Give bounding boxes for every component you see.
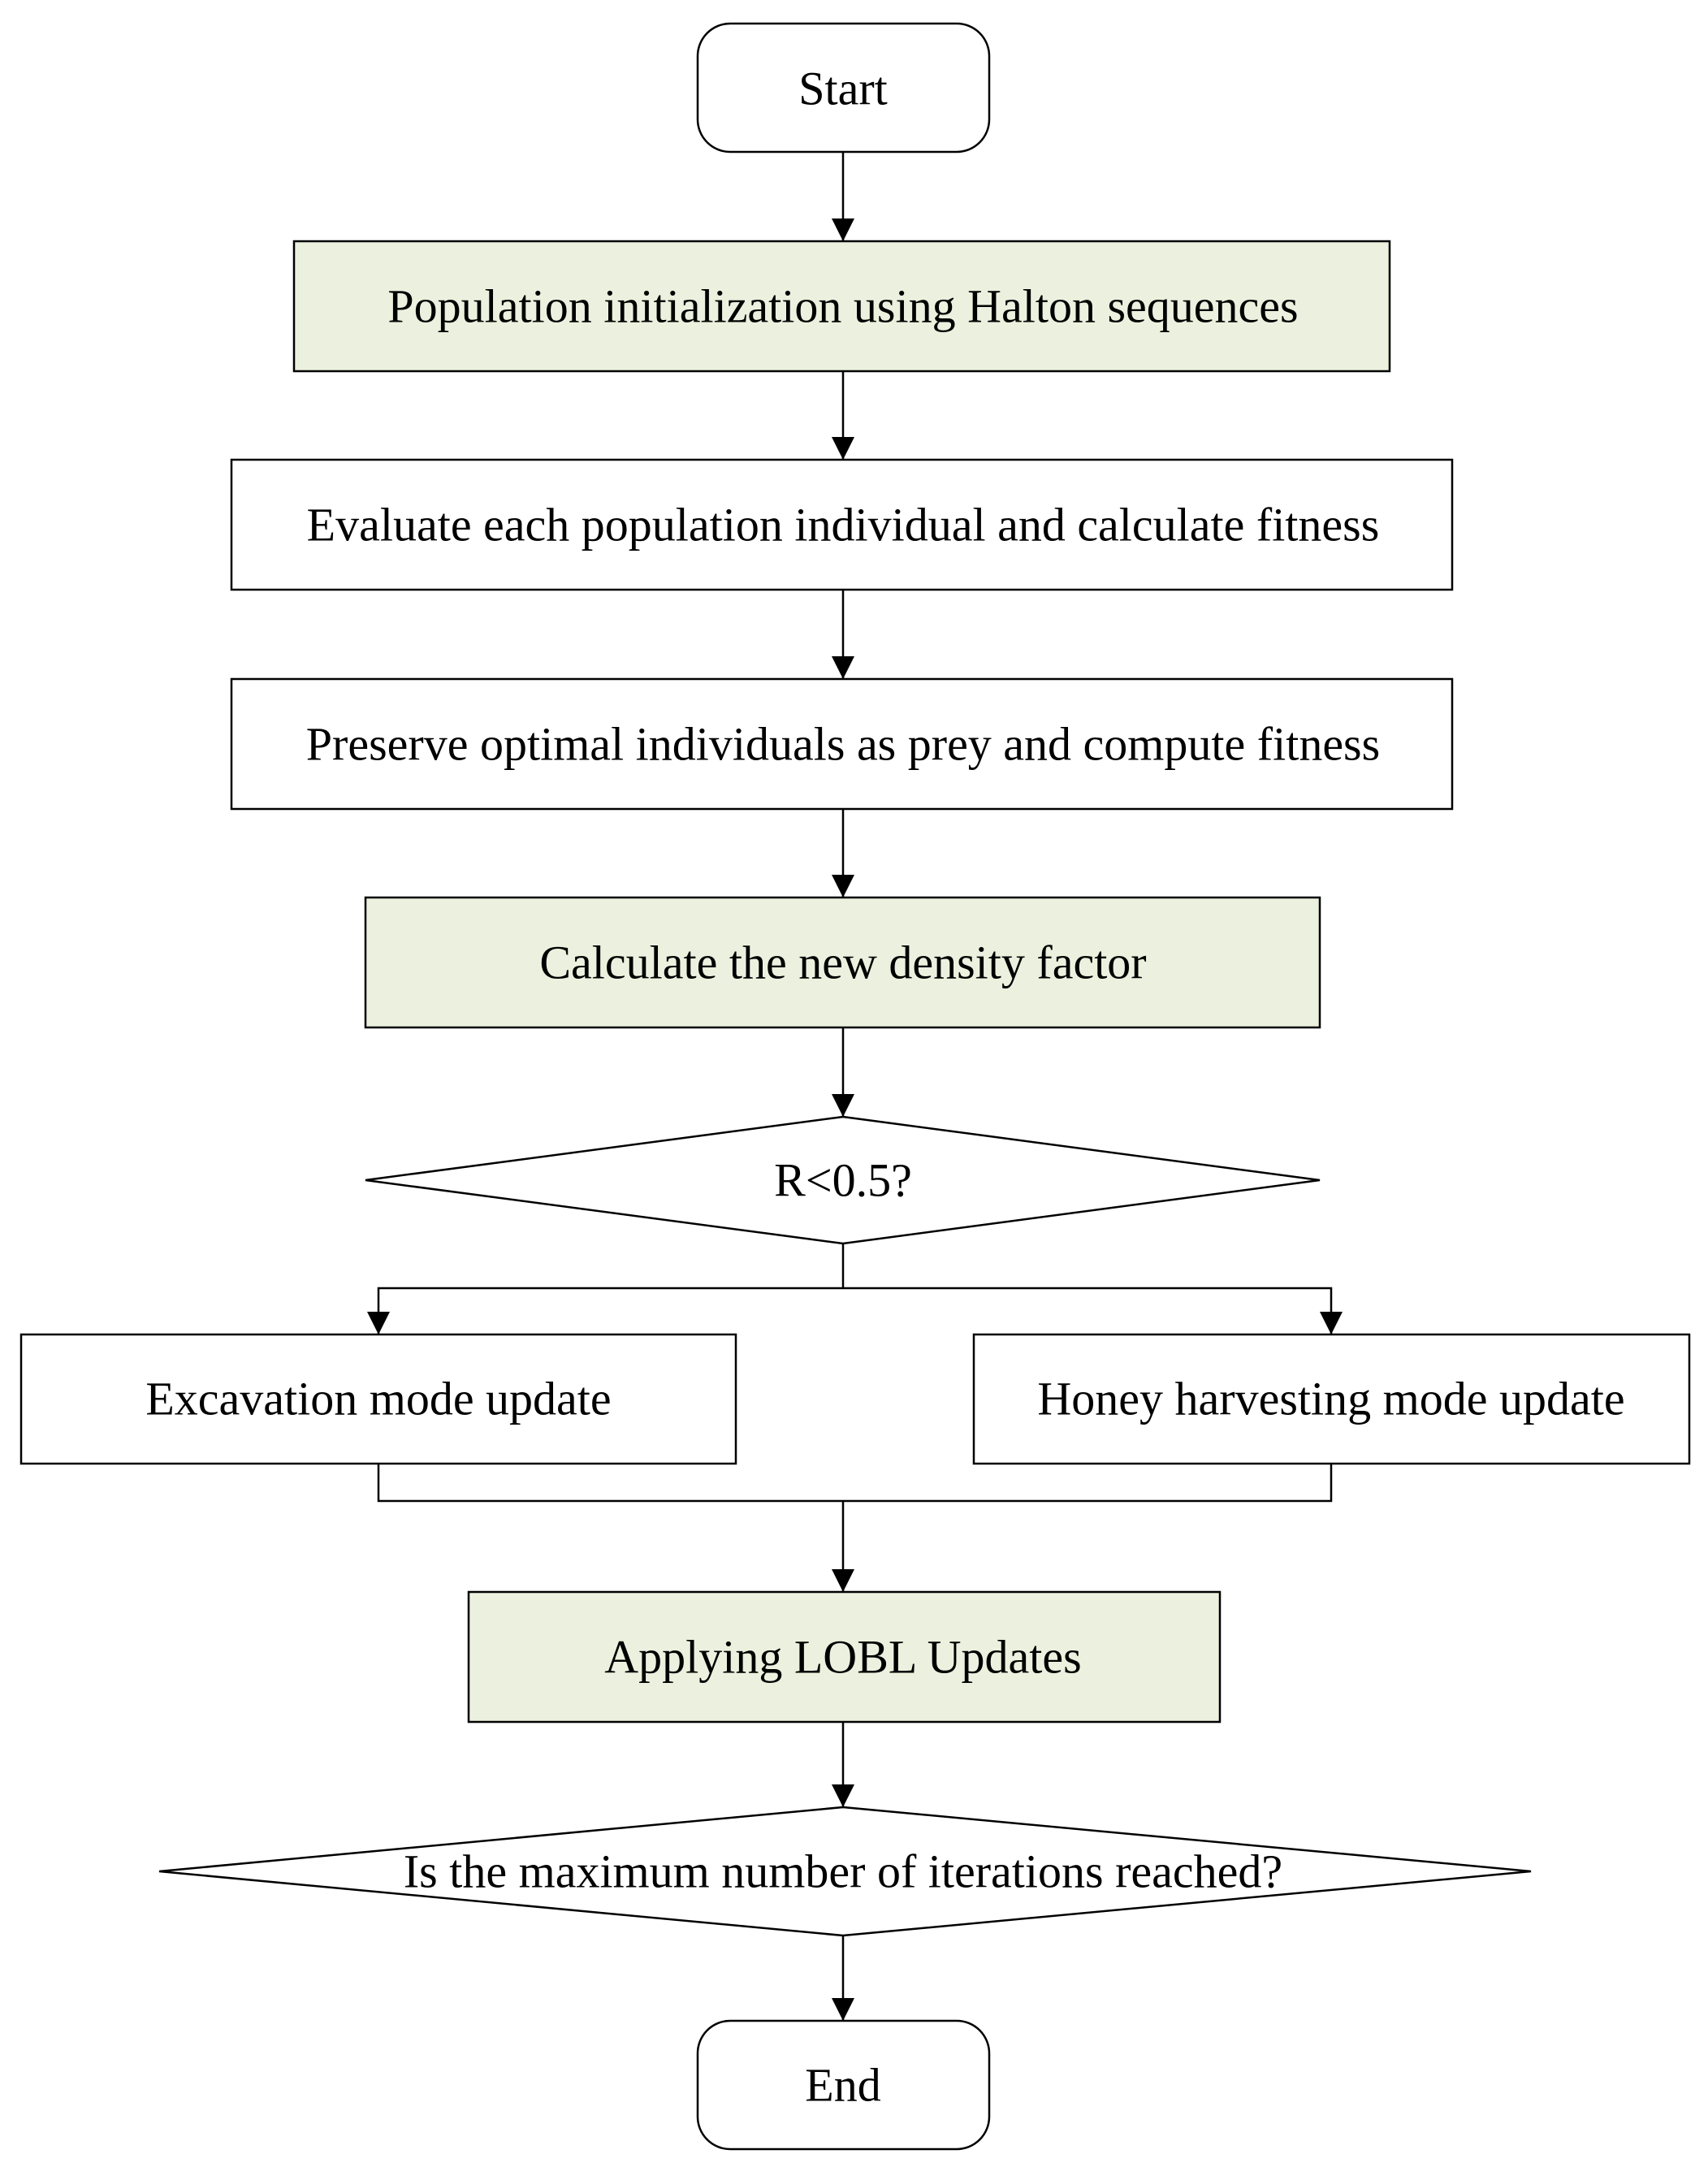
arrow-decision-r-to-excavation	[367, 1287, 843, 1334]
node-init-label: Population initialization using Halton s…	[387, 280, 1298, 333]
decision-iter-label: Is the maximum number of iterations reac…	[404, 1845, 1282, 1898]
node-end: End	[696, 2019, 991, 2151]
process-evaluate-shape	[230, 458, 1454, 591]
node-density-label: Calculate the new density factor	[539, 936, 1146, 989]
node-preserve-label: Preserve optimal individuals as prey and…	[306, 718, 1380, 771]
process-density-shape	[364, 896, 1321, 1029]
process-init-shape	[292, 240, 1391, 373]
decision-iter-shape	[158, 1806, 1532, 1937]
process-preserve-shape	[230, 677, 1454, 811]
node-honey-label: Honey harvesting mode update	[1037, 1373, 1624, 1425]
decision-r-shape	[365, 1115, 1321, 1245]
node-start: Start	[696, 22, 991, 154]
decision-iter: Is the maximum number of iterations reac…	[158, 1806, 1532, 1937]
node-excavation: Excavation mode update	[19, 1333, 737, 1465]
connector-honey-merge	[843, 1464, 1333, 1503]
decision-r: R<0.5?	[365, 1115, 1321, 1245]
decision-r-label: R<0.5?	[774, 1154, 912, 1207]
terminator-end-shape	[696, 2019, 991, 2151]
node-preserve: Preserve optimal individuals as prey and…	[230, 677, 1454, 811]
node-lobl-label: Applying LOBL Updates	[604, 1631, 1081, 1684]
node-evaluate-label: Evaluate each population individual and …	[307, 499, 1380, 551]
node-lobl: Applying LOBL Updates	[467, 1590, 1222, 1724]
process-lobl-shape	[467, 1590, 1222, 1724]
process-honey-shape	[972, 1333, 1691, 1465]
node-honey: Honey harvesting mode update	[972, 1333, 1691, 1465]
arrow-decision-r-to-honey	[843, 1287, 1343, 1334]
node-init: Population initialization using Halton s…	[292, 240, 1391, 373]
node-excavation-label: Excavation mode update	[145, 1373, 611, 1425]
node-density: Calculate the new density factor	[364, 896, 1321, 1029]
node-evaluate: Evaluate each population individual and …	[230, 458, 1454, 591]
process-excavation-shape	[19, 1333, 737, 1465]
terminator-start-shape	[696, 22, 991, 154]
connector-excavation-merge	[377, 1464, 843, 1503]
node-start-label: Start	[798, 63, 888, 115]
node-end-label: End	[805, 2059, 880, 2112]
